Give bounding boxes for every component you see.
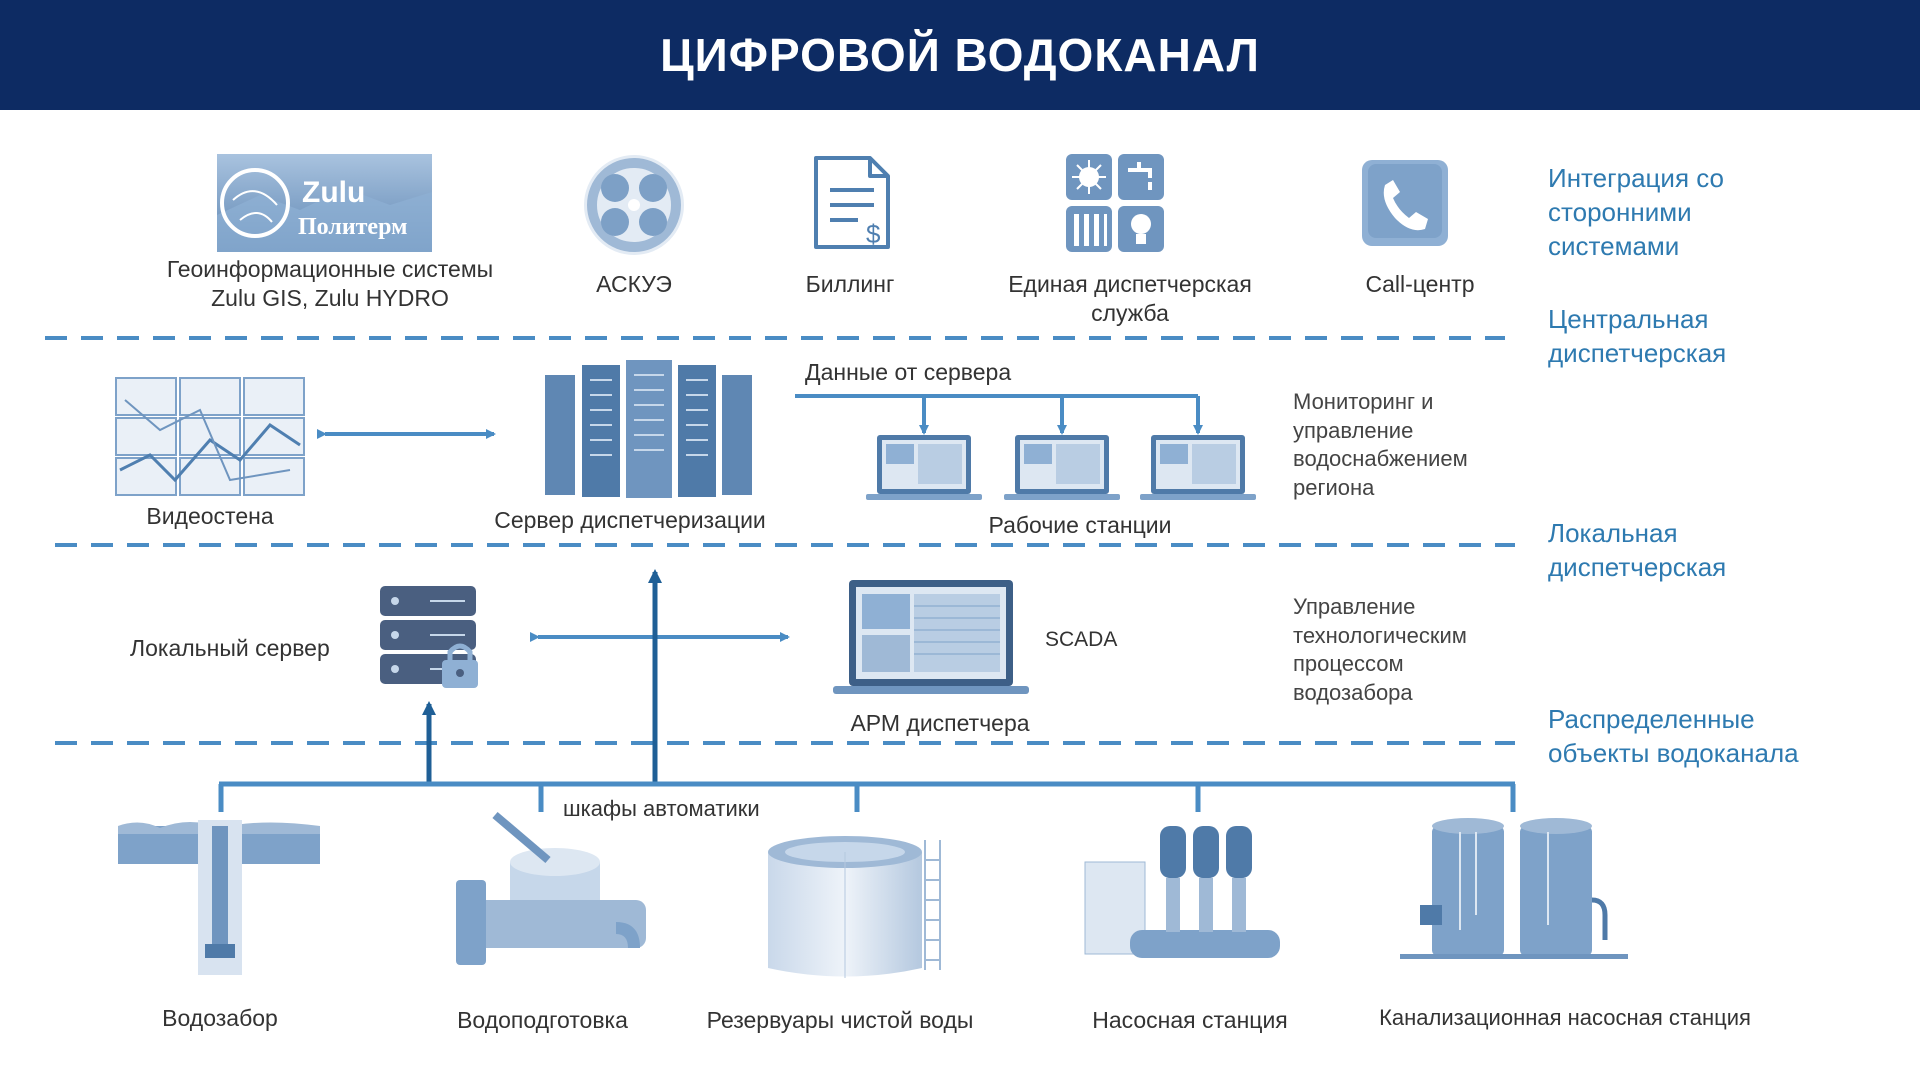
local-server-label: Локальный сервер: [130, 635, 330, 661]
sewage-pump-station-label: Канализационная насосная станция: [1379, 1005, 1751, 1030]
page-title: ЦИФРОВОЙ ВОДОКАНАЛ: [660, 29, 1260, 81]
video-wall-icon: [115, 377, 305, 496]
sewage-pump-station-icon: [1400, 818, 1628, 959]
pump-station-label: Насосная станция: [1092, 1007, 1288, 1033]
laptop-1: [866, 435, 982, 500]
phone-icon: [1362, 160, 1448, 246]
water-intake-label: Водозабор: [162, 1005, 278, 1031]
workstations-label: Рабочие станции: [988, 512, 1172, 538]
water-intake-icon: [118, 820, 320, 975]
unified-dispatch-icon: [1066, 154, 1164, 252]
water-treatment-label: Водоподготовка: [457, 1007, 628, 1033]
water-treatment-icon: [456, 811, 646, 965]
svg-text:Политерм: Политерм: [298, 214, 407, 240]
automation-cabinets-label: шкафы автоматики: [563, 796, 760, 821]
server-data-lines: [795, 394, 1203, 435]
video-wall-label: Видеостена: [146, 503, 274, 529]
local-server-icon: [380, 586, 478, 688]
automation-bus: [218, 781, 1516, 812]
laptop-3: [1140, 435, 1256, 500]
svg-text:$: $: [866, 219, 881, 249]
scada-laptop-icon: [833, 580, 1029, 694]
scada-label: SCADA: [1045, 628, 1118, 651]
server-data-label: Данные от сервера: [805, 359, 1012, 385]
billing-label: Биллинг: [805, 271, 895, 297]
workstation-laptops: [866, 435, 1256, 500]
billing-icon: $: [814, 156, 890, 249]
level-separators: [45, 336, 1515, 745]
arm-dispatcher-label: АРМ диспетчера: [850, 710, 1030, 736]
dispatch-server-label: Сервер диспетчеризации: [494, 507, 766, 533]
askue-label: АСКУЭ: [596, 271, 672, 297]
server-racks-icon: [545, 360, 752, 498]
call-center-label: Call-центр: [1365, 271, 1475, 297]
zulu-politerm-logo: Zulu Политерм: [217, 154, 432, 252]
title-banner: ЦИФРОВОЙ ВОДОКАНАЛ: [0, 0, 1920, 110]
svg-text:Zulu: Zulu: [302, 176, 365, 209]
laptop-2: [1004, 435, 1120, 500]
askue-icon: [584, 155, 684, 255]
reservoirs-label: Резервуары чистой воды: [706, 1007, 974, 1033]
pump-station-icon: [1084, 826, 1280, 958]
reservoir-icon: [768, 836, 941, 978]
